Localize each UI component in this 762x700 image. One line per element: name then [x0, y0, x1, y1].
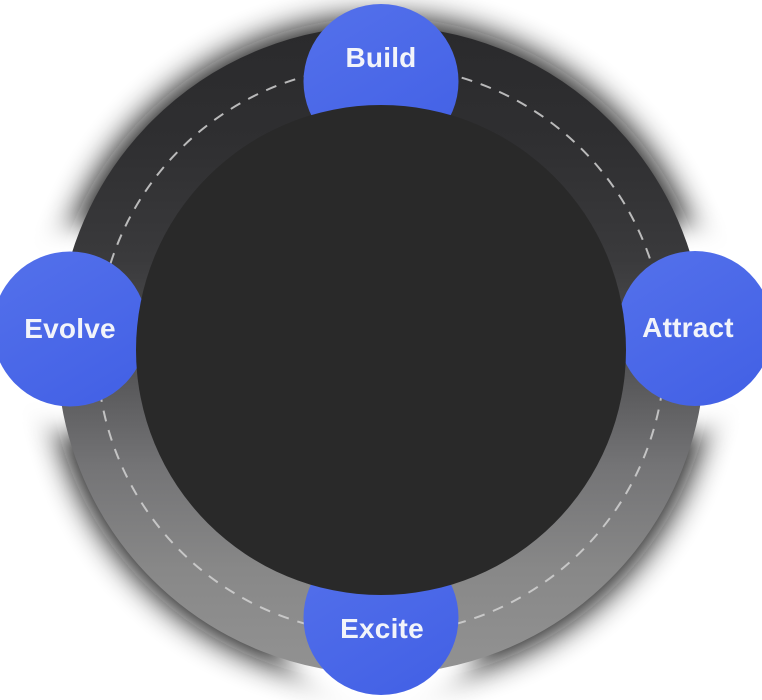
node-label-attract[interactable]: Attract — [642, 312, 734, 343]
node-label-build[interactable]: Build — [345, 42, 417, 73]
node-circle-evolve[interactable] — [0, 251, 148, 407]
node-circle-attract[interactable] — [617, 251, 762, 406]
node-label-evolve[interactable]: Evolve — [24, 313, 116, 344]
node-label-excite[interactable]: Excite — [340, 613, 424, 644]
inner-disc — [136, 105, 626, 595]
